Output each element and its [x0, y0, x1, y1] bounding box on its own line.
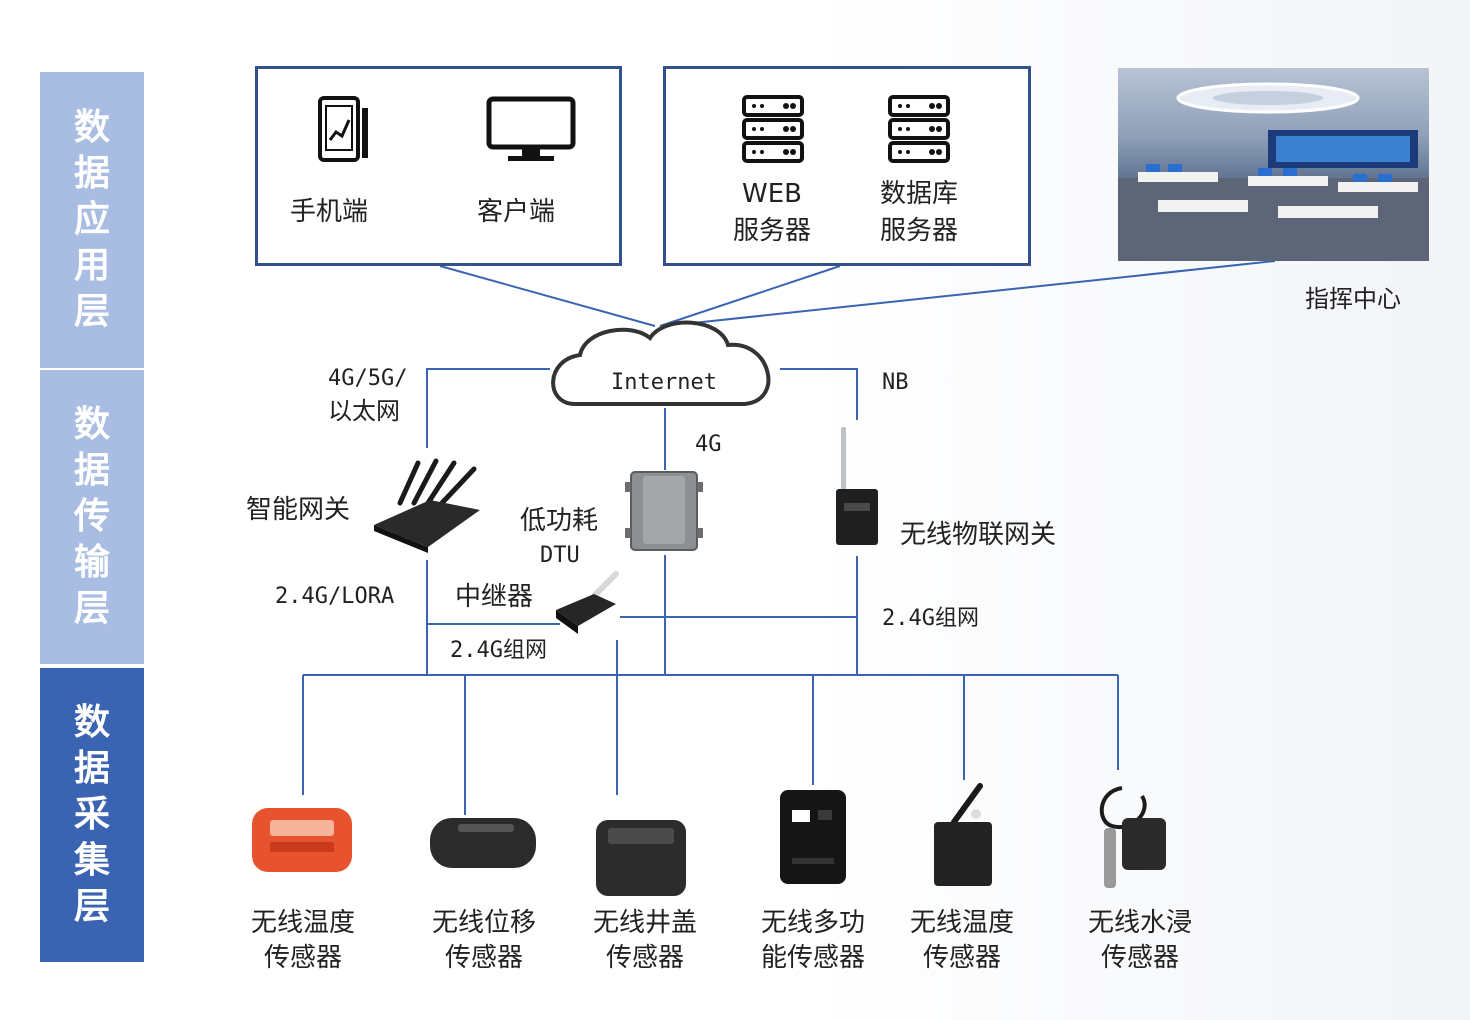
sensor-2-label-2: 传感器: [444, 943, 523, 973]
sensor-5-wireless-temperature-device: [934, 783, 992, 886]
layer-application-label: 数据应用层: [73, 107, 110, 332]
internet-label: Internet: [611, 370, 717, 395]
mobile-phone-icon: [318, 96, 368, 162]
nb-label: NB: [882, 370, 909, 395]
database-server-icon: [888, 95, 950, 163]
layer-collection-label: 数据采集层: [73, 702, 110, 927]
sensor-3-label-1: 无线井盖: [592, 908, 697, 938]
sensor-1-wireless-temperature-device: [252, 808, 352, 872]
layer-collection: 数据采集层: [40, 668, 144, 962]
dtu-label-2: DTU: [540, 543, 580, 568]
link-servers-cloud: [659, 265, 841, 327]
sensor-3-label-2: 传感器: [605, 943, 684, 973]
sensor-2-wireless-displacement-device: [430, 818, 536, 868]
repeater-device: [556, 571, 619, 634]
control-room-image: [1118, 82, 1429, 261]
web-server-icon: [742, 95, 804, 163]
layer-transmission: 数据传输层: [40, 370, 144, 664]
dtu-device: [625, 471, 703, 551]
smart-gateway-device: [374, 458, 480, 553]
web-server-label-2: 服务器: [732, 216, 811, 246]
sensor-4-label-2: 能传感器: [760, 943, 865, 973]
dtu-4g-label: 4G: [695, 432, 722, 457]
iot-gateway-device: [836, 427, 878, 545]
sensor-1-label-1: 无线温度: [250, 908, 355, 938]
command-center-label: 指挥中心: [1305, 285, 1401, 313]
sensor-4-label-1: 无线多功: [760, 908, 865, 938]
uplink-label-1: 4G/5G/: [328, 366, 408, 391]
layer-transmission-label: 数据传输层: [73, 404, 110, 629]
uplink-label-2: 以太网: [328, 397, 400, 425]
sensor-3-wireless-manhole-device: [596, 820, 686, 896]
internet-cloud-icon: [551, 320, 771, 406]
sensor-2-label-1: 无线位移: [431, 908, 536, 938]
iot-gateway-label: 无线物联网关: [900, 520, 1057, 550]
sensor-6-label-2: 传感器: [1100, 943, 1179, 973]
mesh-left-label: 2.4G组网: [450, 638, 547, 663]
db-server-label-2: 服务器: [879, 216, 958, 246]
layer-application: 数据应用层: [40, 72, 144, 368]
link-nb-cloud: [780, 368, 858, 420]
desktop-monitor-icon: [486, 96, 576, 161]
sensor-6-label-1: 无线水浸: [1087, 908, 1192, 938]
servers-box: [663, 66, 1031, 266]
sensor-5-label-1: 无线温度: [909, 908, 1014, 938]
sensor-4-wireless-multifunction-device: [780, 790, 846, 884]
command-center-photo: [1118, 68, 1429, 261]
sensor-5-label-2: 传感器: [922, 943, 1001, 973]
db-server-label-1: 数据库: [879, 179, 958, 209]
sensor-1-label-2: 传感器: [263, 943, 342, 973]
lora-label: 2.4G/LORA: [275, 584, 395, 609]
sensor-6-wireless-water-immersion-device: [1099, 786, 1166, 888]
link-center-cloud: [664, 260, 1276, 327]
mobile-label: 手机端: [290, 197, 369, 227]
link-clients-cloud: [439, 265, 656, 327]
smart-gateway-label: 智能网关: [246, 495, 351, 525]
desktop-label: 客户端: [477, 197, 556, 227]
link-gateway-cloud: [426, 368, 550, 448]
web-server-label-1: WEB: [742, 179, 802, 209]
mesh-right-label: 2.4G组网: [882, 606, 979, 631]
dtu-label-1: 低功耗: [520, 506, 599, 536]
repeater-label: 中继器: [455, 582, 534, 612]
